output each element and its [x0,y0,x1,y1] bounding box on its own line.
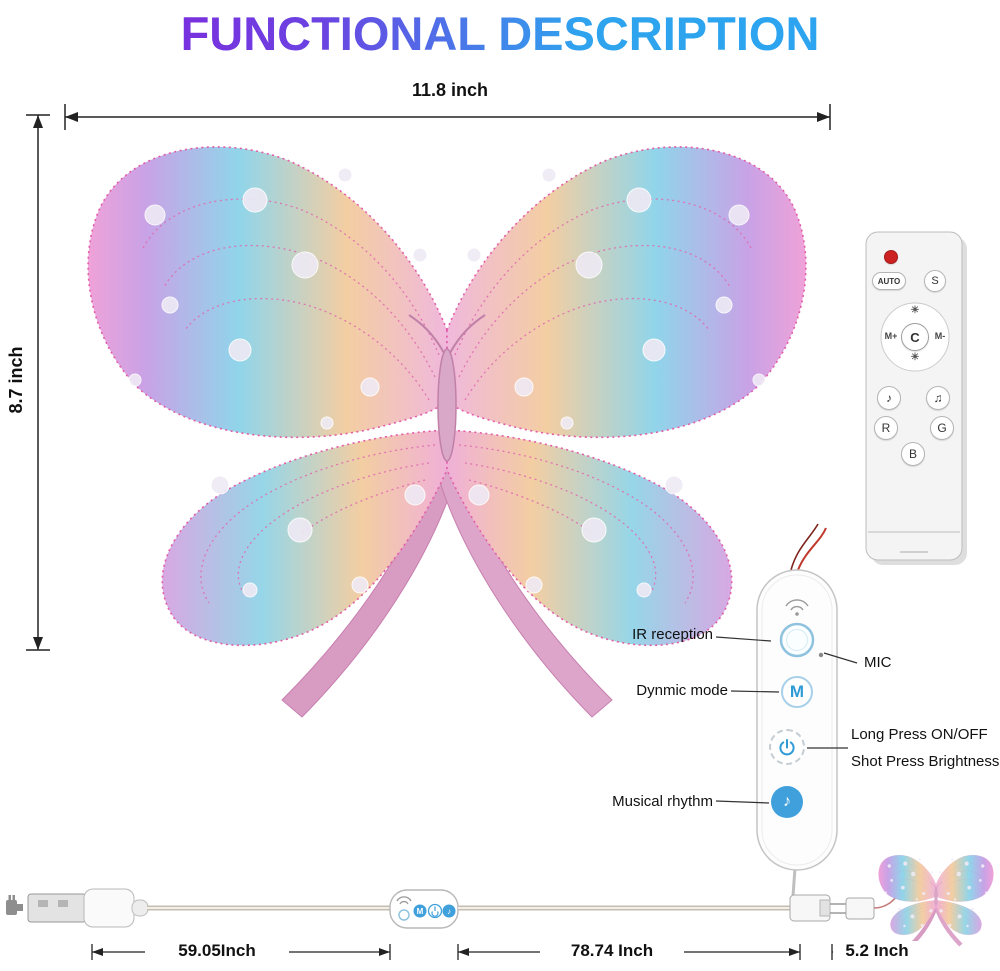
ir-signal-icon [785,599,809,616]
mini-mode-label: M [417,907,424,916]
remote-c-button: C [901,323,929,351]
dynamic-mode-label: Dynmic mode [636,682,728,699]
middle-section-length-label: 78.74 Inch [540,941,684,961]
height-dimension-line [26,114,50,651]
mic-hole [818,652,824,658]
remote-m-minus-button: M- [934,331,946,341]
power-icon [431,911,439,917]
controller-cable-stub [791,867,797,897]
small-plug-icon [6,895,23,915]
remote-auto-button: AUTO [872,272,906,290]
height-dimension-label: 8.7 inch [6,346,26,414]
remote-m-plus-button: M+ [884,331,898,341]
ir-reception-label: IR reception [632,626,713,643]
mini-mode-button [413,904,427,918]
usb-plug [27,888,149,928]
controller-wire [797,527,827,571]
remote-red-power-button [884,250,898,264]
power-icon [779,739,795,756]
power-callout-line1: Long Press ON/OFF [851,726,988,743]
power-callout-label: Long Press ON/OFF Shot Press Brightness [851,726,1000,771]
power-callout-line2: Shot Press Brightness [851,753,1000,770]
controller-music-button: ♪ [771,786,803,818]
remote-music-note-button: ♪ [877,386,901,410]
ir-reception-window [779,622,815,658]
remote-music-notes-button: ♫ [926,386,950,410]
remote-s-button: S [924,270,946,292]
musical-rhythm-label: Musical rhythm [612,793,713,810]
remote-r-button: R [874,416,898,440]
mini-ir-window [398,909,410,921]
remote-brightness-up-icon: ☀ [910,305,920,316]
mic-label: MIC [864,654,892,671]
mini-music-button [442,904,456,918]
usb-cable-image: M ♪ [6,883,905,929]
callout-lines [715,636,858,804]
page-title: FUNCTIONAL DESCRIPTION [0,0,1000,61]
width-dimension-line [64,104,831,130]
mini-music-note-icon: ♪ [447,907,451,916]
remote-brightness-down-icon: ☀ [910,352,920,363]
controller-mode-button: M [781,676,813,708]
width-dimension-label: 11.8 inch [411,80,489,100]
ir-signal-icon [396,896,412,902]
small-butterfly-image [879,855,994,946]
remote-g-button: G [930,416,954,440]
controller-wire [790,523,819,571]
connector-pair [789,883,905,922]
remote-b-button: B [901,442,925,466]
inline-controller-image [756,523,838,897]
end-section-length-label: 5.2 Inch [833,941,921,961]
controller-power-button [769,729,805,765]
mini-controller: M ♪ [389,889,459,929]
usb-section-length-label: 59.05Inch [145,941,289,961]
